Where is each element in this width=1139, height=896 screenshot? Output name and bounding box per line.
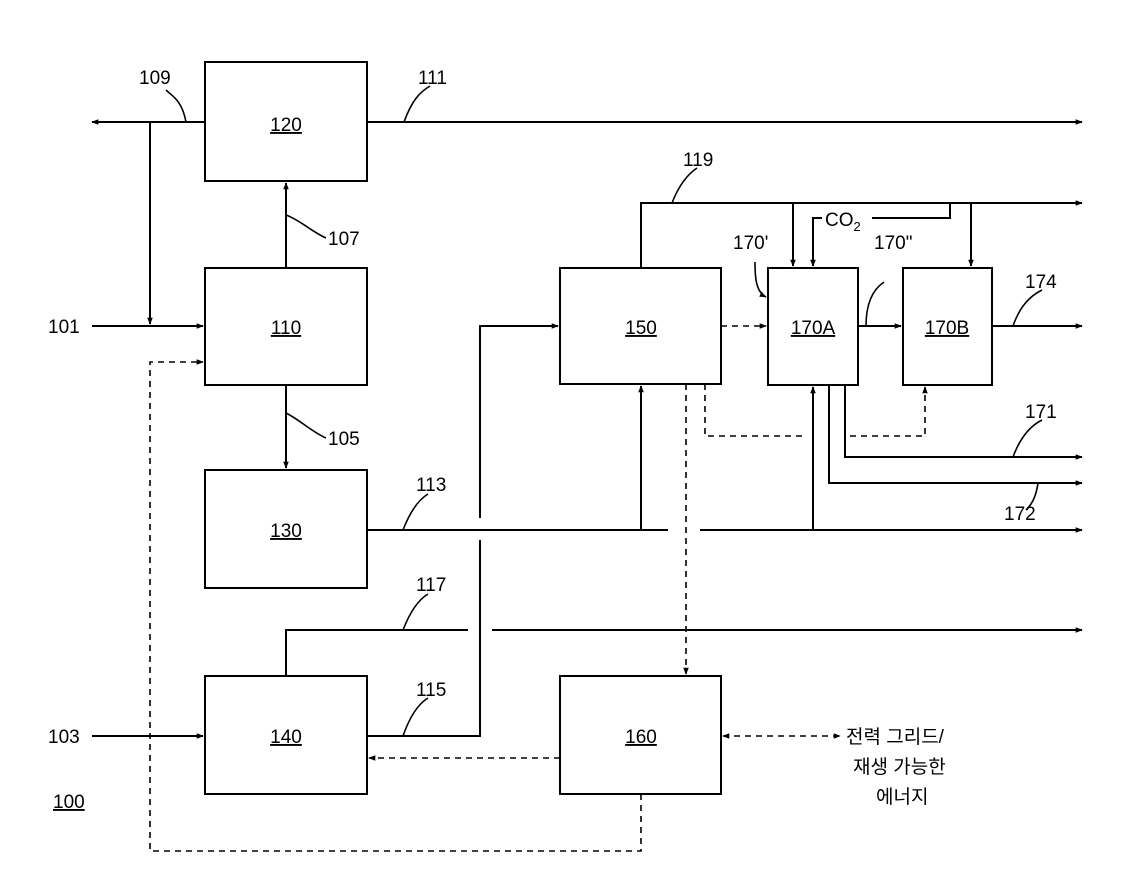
dashed-150-to-170b-b	[850, 387, 925, 436]
label-170p: 170'	[733, 233, 768, 254]
label-101: 101	[48, 317, 80, 338]
power-grid-line2: 재생 가능한	[853, 756, 946, 778]
stream-lines	[92, 122, 1082, 736]
label-117: 117	[416, 575, 446, 596]
leader-119	[672, 168, 697, 203]
block-140: 140	[205, 676, 367, 794]
stream-172-line	[829, 385, 1082, 483]
label-172: 172	[1004, 504, 1036, 525]
label-107: 107	[328, 229, 360, 250]
block-150-label: 150	[625, 318, 657, 339]
block-130: 130	[205, 470, 367, 588]
block-120-label: 120	[270, 115, 302, 136]
label-115: 115	[416, 680, 446, 701]
block-120: 120	[205, 62, 367, 181]
block-170a: 170A	[768, 268, 858, 385]
stream-labels: 109 111 107 101 105 113 117 115 103 119 …	[48, 68, 1057, 748]
leader-109	[166, 90, 186, 122]
power-grid-line1: 전력 그리드/	[846, 726, 945, 748]
power-grid-line3: 에너지	[876, 786, 928, 808]
block-170b: 170B	[903, 268, 992, 385]
label-171: 171	[1025, 402, 1057, 423]
block-110-label: 110	[271, 318, 301, 339]
stream-117-line	[286, 630, 468, 676]
block-140-label: 140	[270, 727, 302, 748]
leader-lines	[166, 86, 1042, 736]
block-160: 160	[560, 676, 721, 794]
co2-line-top	[872, 203, 950, 218]
block-170a-label: 170A	[791, 318, 836, 339]
label-174: 174	[1025, 272, 1057, 293]
block-150: 150	[560, 268, 721, 384]
leader-170p	[755, 262, 766, 297]
leader-111	[404, 86, 430, 122]
label-170pp: 170"	[874, 233, 912, 254]
label-119: 119	[683, 150, 713, 171]
power-grid-label: 전력 그리드/ 재생 가능한 에너지	[846, 726, 946, 808]
stream-119-line	[641, 203, 1082, 268]
leader-171	[1013, 420, 1042, 457]
leader-113	[403, 494, 428, 530]
block-110: 110	[205, 268, 367, 385]
dashed-150-to-170b-a	[705, 384, 804, 436]
label-111: 111	[418, 68, 447, 89]
label-105: 105	[328, 429, 360, 450]
stream-115-to-150	[480, 326, 558, 518]
label-109: 109	[139, 68, 171, 89]
label-co2: CO2	[825, 210, 861, 234]
label-103: 103	[48, 727, 80, 748]
co2-line-down	[813, 218, 822, 266]
figure-label: 100	[53, 792, 85, 813]
leader-174	[1013, 290, 1042, 326]
label-113: 113	[416, 475, 446, 496]
block-130-label: 130	[270, 521, 302, 542]
leader-170pp	[866, 282, 884, 326]
block-170b-label: 170B	[925, 318, 969, 339]
stream-115-line	[367, 540, 480, 736]
leader-115	[403, 698, 428, 736]
leader-117	[403, 594, 428, 630]
leader-107	[286, 215, 326, 238]
leader-105	[286, 413, 326, 438]
block-160-label: 160	[625, 727, 657, 748]
